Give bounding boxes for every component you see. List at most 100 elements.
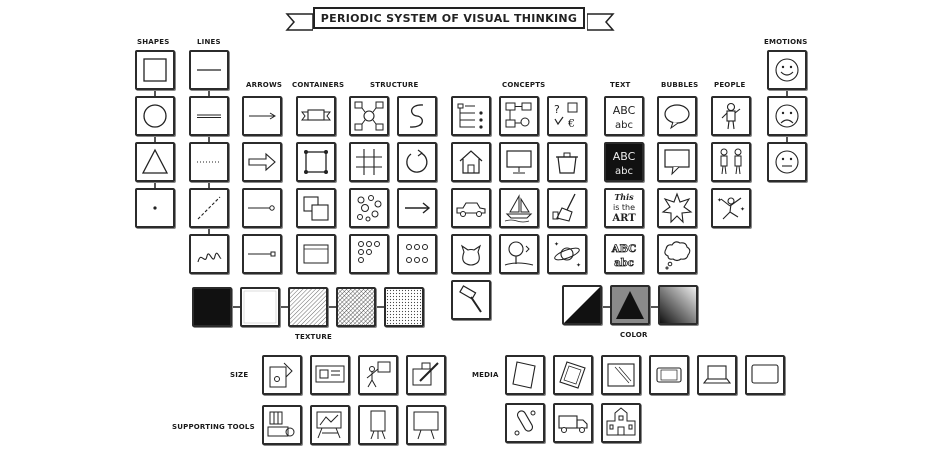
tile-triangle-color <box>610 285 650 325</box>
jumping-person-icon: ✦✦ <box>717 197 745 220</box>
tile-arrow-pin <box>242 188 282 228</box>
tile-squiggle-line <box>189 234 229 274</box>
handwritten-text-icon: ABC abc <box>610 244 636 270</box>
burst-bubble-icon <box>661 192 693 224</box>
two-people-icon <box>720 148 742 175</box>
boat-concept-icon <box>504 194 533 223</box>
tile-s-curve-structure <box>397 96 437 136</box>
tile-size-pen <box>406 355 446 395</box>
dot-icon <box>153 206 157 210</box>
bubbles-structure-icon <box>357 195 382 222</box>
connector <box>232 306 240 308</box>
abc-inverse-upper-text: ABC <box>613 150 636 163</box>
tile-frame-container <box>296 142 336 182</box>
blank-texture-icon <box>243 290 277 324</box>
circle-icon <box>143 104 167 128</box>
label-structure: STRUCTURE <box>370 81 419 89</box>
ribbon-right-icon <box>587 13 615 31</box>
tile-flow-concept <box>499 96 539 136</box>
tile-cycle-structure <box>397 142 437 182</box>
tile-neutral-face <box>767 142 807 182</box>
size-card-icon <box>315 365 345 383</box>
triangle-color-icon <box>612 287 648 323</box>
broom-concept-icon <box>552 193 576 222</box>
sad-face-icon <box>775 104 799 128</box>
tile-hash-structure <box>349 142 389 182</box>
tile-bubbles-structure <box>349 188 389 228</box>
tile-speech-bubble <box>657 96 697 136</box>
gradient-color-icon <box>660 287 696 323</box>
person-icon <box>721 102 741 130</box>
speech-bubble-icon <box>664 104 690 130</box>
planet-concept-icon: ✦✦ <box>554 241 581 269</box>
tile-two-people <box>711 142 751 182</box>
tile-dashed-line <box>189 188 229 228</box>
cycle-structure-icon <box>406 149 428 173</box>
connector <box>208 229 210 234</box>
tile-double-line <box>189 96 229 136</box>
tile-tablet-media <box>553 355 593 395</box>
title-banner: PERIODIC SYSTEM OF VISUAL THINKING <box>285 4 615 34</box>
flipchart-tool-icon <box>316 411 342 439</box>
label-emotions: EMOTIONS <box>764 38 808 46</box>
arrow-right-structure-icon <box>405 202 431 214</box>
double-line-icon <box>197 114 221 118</box>
dashed-diagonal-line-icon <box>197 196 221 220</box>
tile-broom-concept <box>547 188 587 228</box>
page-container-icon <box>303 244 329 264</box>
flow-concept-icon <box>505 102 532 128</box>
tile-hatch-texture <box>288 287 328 327</box>
label-shapes: SHAPES <box>137 38 170 46</box>
tile-glass-media <box>601 355 641 395</box>
hand-upper-text: ABC <box>611 244 636 255</box>
tile-size-pin <box>262 355 302 395</box>
size-pin-icon <box>269 362 293 388</box>
tile-cat-concept <box>451 234 491 274</box>
happy-face-icon <box>775 58 799 82</box>
cat-concept-icon <box>460 244 482 266</box>
label-texture: TEXTURE <box>295 333 332 341</box>
svg-text:✦: ✦ <box>717 197 722 204</box>
dots-rows-structure-icon <box>406 244 428 263</box>
square-bubble-icon <box>664 149 690 176</box>
art-text-icon: This is the ART <box>611 192 636 224</box>
tile-paper-media <box>505 355 545 395</box>
label-lines: LINES <box>197 38 221 46</box>
tile-arrow-square-end <box>242 234 282 274</box>
tile-grid-structure <box>349 234 389 274</box>
tile-happy-face <box>767 50 807 90</box>
s-curve-structure-icon <box>409 104 424 128</box>
easel-tool-icon <box>370 410 386 440</box>
svg-text:€: € <box>567 117 575 130</box>
tile-abc-text: ABC abc <box>604 96 644 136</box>
connector <box>208 183 210 188</box>
list-concept-icon <box>457 103 483 129</box>
tool-kit-icon <box>267 411 295 437</box>
connector <box>786 91 788 96</box>
size-pen-icon <box>412 362 439 386</box>
connector <box>602 306 610 308</box>
tile-arrow-thin <box>242 96 282 136</box>
tile-checklist-concept: ?€ <box>547 96 587 136</box>
label-text: TEXT <box>610 81 631 89</box>
tile-jumping-person: ✦✦ <box>711 188 751 228</box>
whiteboard-tool-icon <box>413 411 439 440</box>
svg-text:?: ? <box>554 103 560 116</box>
tile-solid-texture <box>192 287 232 327</box>
tile-stacked-container <box>296 188 336 228</box>
title-box: PERIODIC SYSTEM OF VISUAL THINKING <box>313 7 585 29</box>
abc-inverse-lower-text: abc <box>615 166 633 177</box>
tile-arrow-hollow <box>242 142 282 182</box>
solid-line-icon <box>197 69 221 71</box>
truck-media-icon <box>558 415 588 433</box>
split-color-icon <box>564 287 600 323</box>
hammer-concept-icon <box>459 285 482 313</box>
tile-split-color <box>562 285 602 325</box>
square-icon <box>143 58 167 82</box>
hatch-texture-icon <box>290 289 326 325</box>
tile-page-container <box>296 234 336 274</box>
skateboard-media-icon <box>514 410 536 436</box>
tile-gradient-color <box>658 285 698 325</box>
triangle-icon <box>141 148 169 174</box>
